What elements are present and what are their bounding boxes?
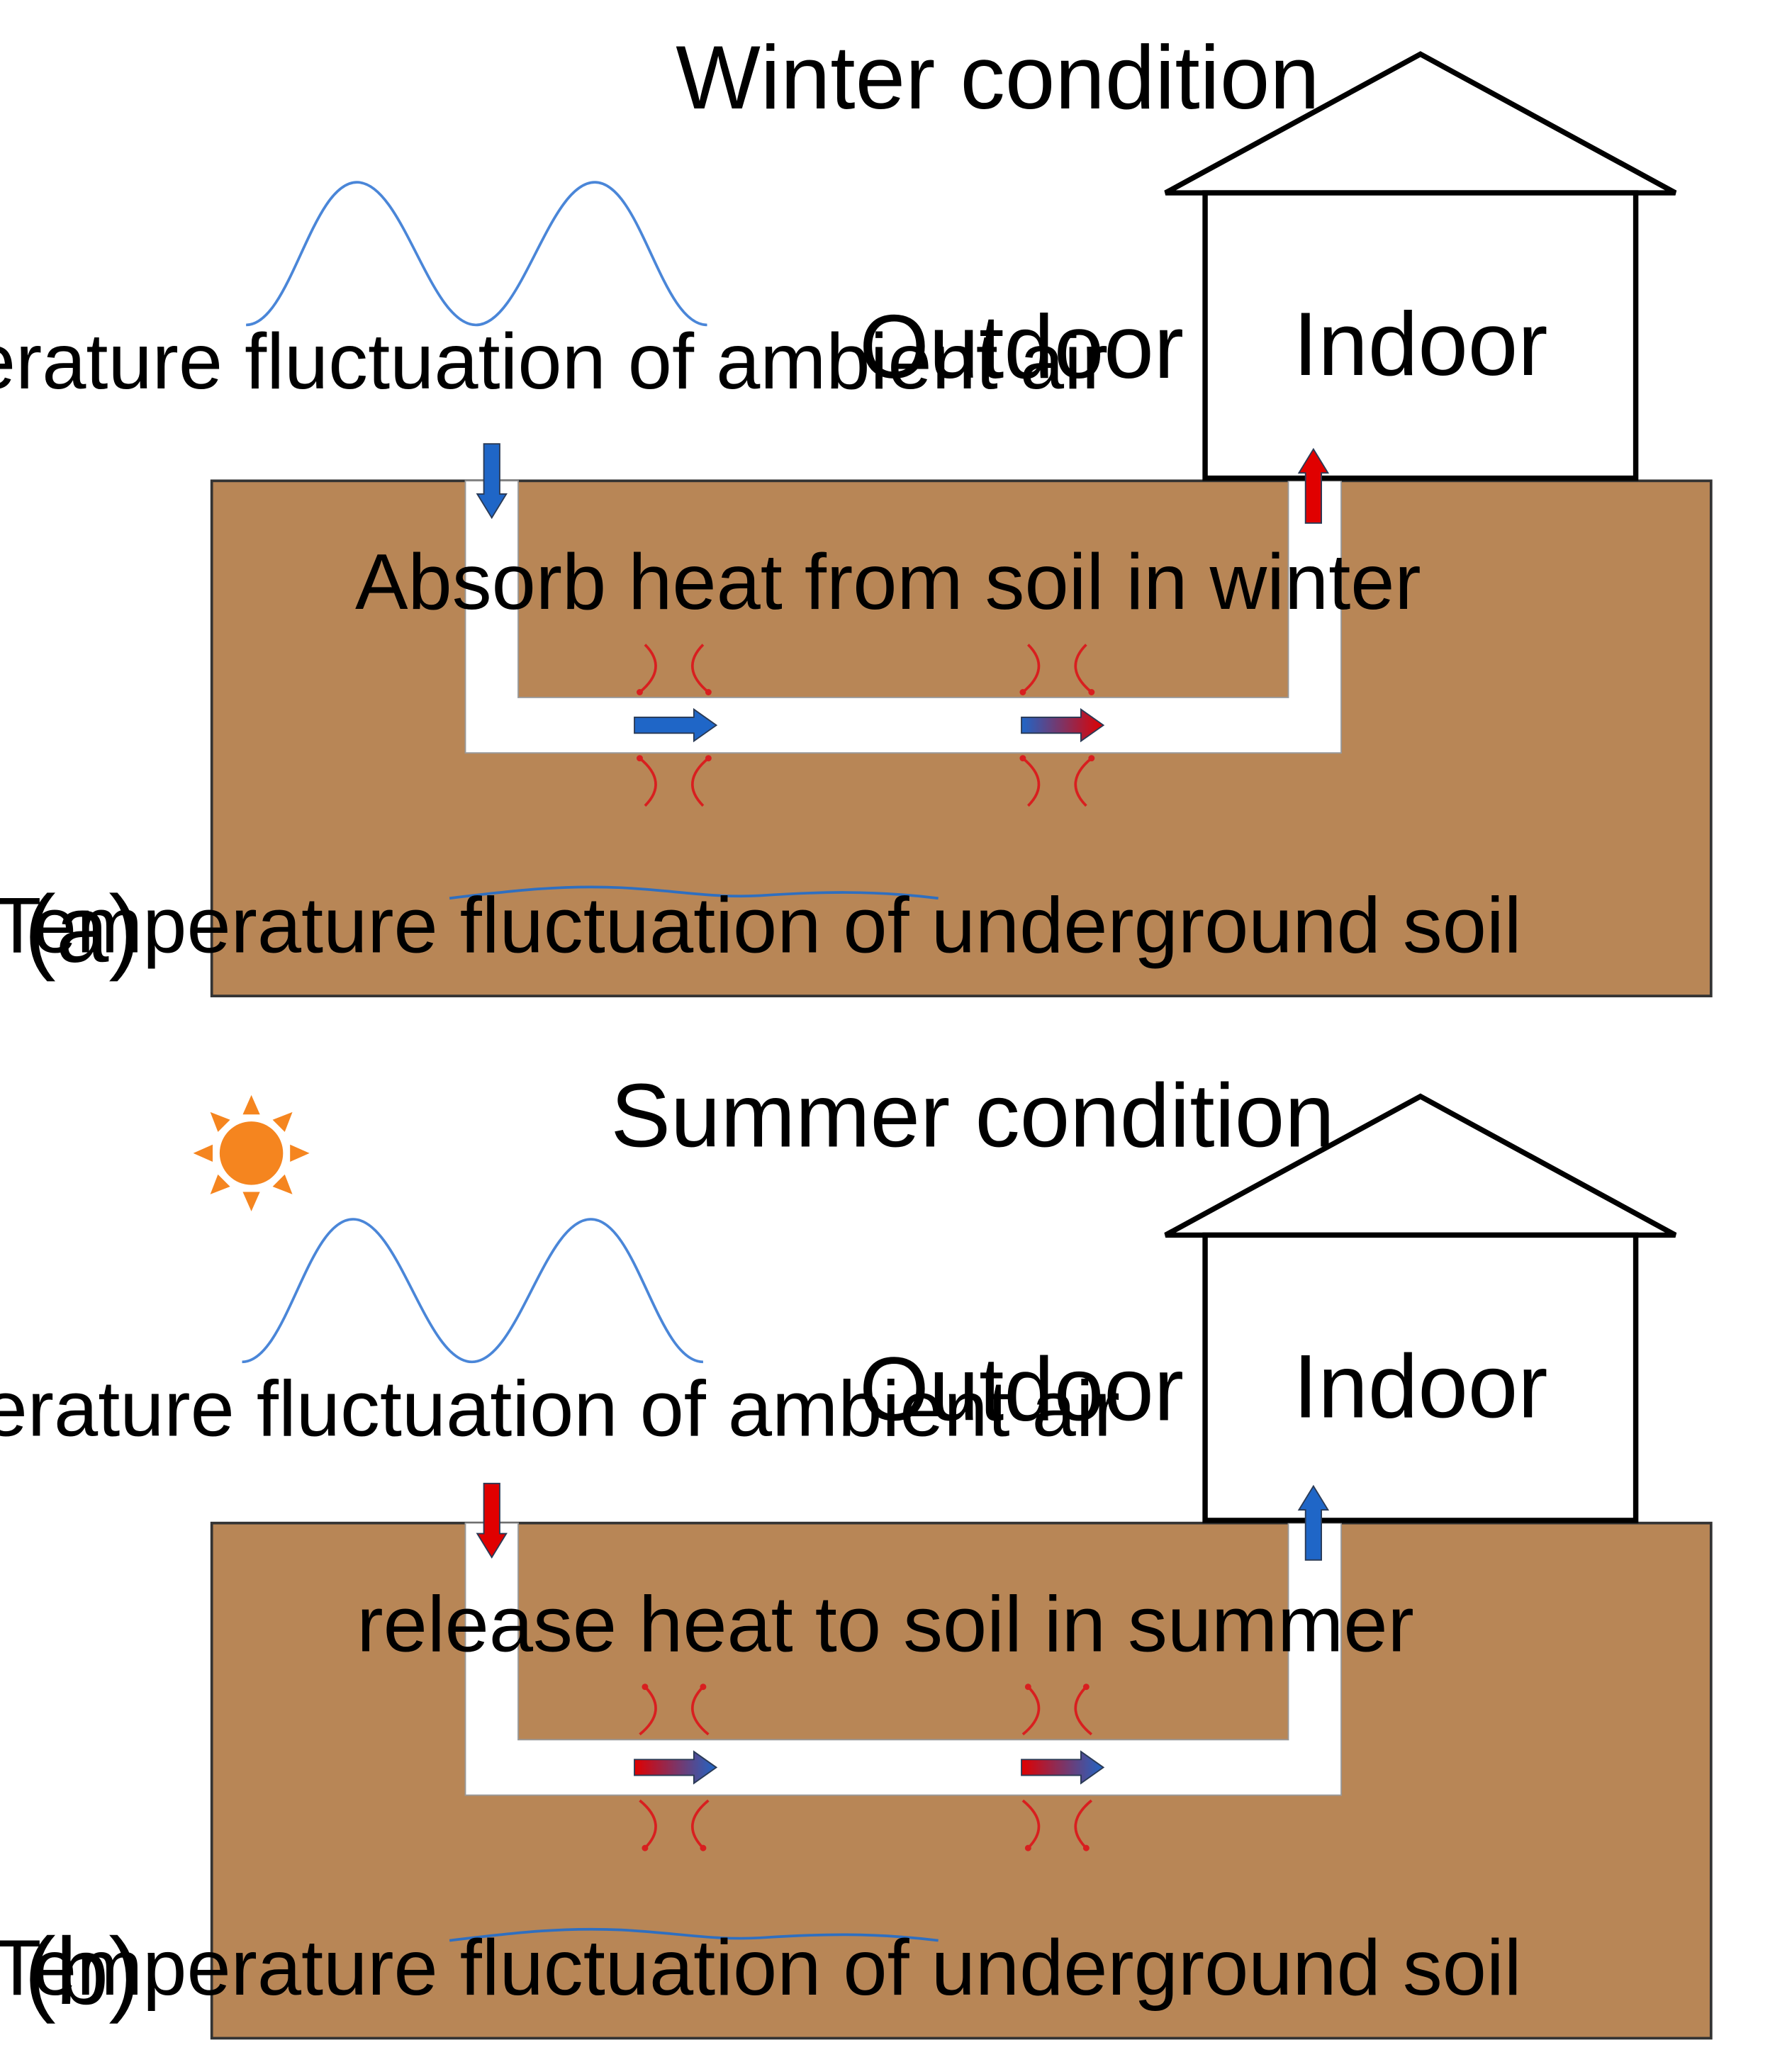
outlet-arrow-icon	[1297, 447, 1330, 524]
sun-icon	[193, 1094, 310, 1211]
house-icon	[1164, 1093, 1677, 1523]
ambient-air-label: Temperature fluctuation of ambient air	[0, 317, 1108, 405]
inlet-arrow-icon	[476, 443, 508, 520]
pipe-flow-arrow-icon	[1021, 1750, 1105, 1785]
outlet-arrow-icon	[1297, 1484, 1330, 1561]
panel-title: Winter condition	[676, 27, 1320, 128]
inlet-arrow-icon	[476, 1482, 508, 1559]
curved-arrow-icon	[1021, 1683, 1092, 1851]
ambient-air-temperature-wave	[246, 181, 707, 327]
house-icon	[1164, 51, 1677, 481]
soil-temperature-wave	[449, 1927, 939, 1942]
pipe-process-label: Absorb heat from soil in winter	[355, 537, 1421, 626]
ambient-air-label: Temperature fluctuation of ambient air	[0, 1365, 1120, 1453]
curved-arrow-icon	[1019, 644, 1095, 807]
pipe-process-label: release heat to soil in summer	[357, 1579, 1413, 1668]
soil-temperature-wave	[449, 885, 939, 900]
panel-summer: Summer condition Outdoor Indoor Temperat…	[0, 1065, 1713, 2040]
buried-pipe	[464, 1522, 1342, 1796]
outdoor-label: Outdoor	[859, 1338, 1184, 1439]
heat-exchange-curls	[636, 644, 1095, 807]
pipe-flow-arrow-icon	[1021, 707, 1105, 743]
curved-arrow-icon	[636, 644, 712, 807]
soil-wave-label: Temperature fluctuation of underground s…	[0, 1923, 1522, 2012]
indoor-label: Indoor	[1293, 293, 1547, 394]
indoor-label: Indoor	[1293, 1336, 1547, 1437]
panel-label: (b)	[24, 1919, 140, 2024]
panel-title: Summer condition	[610, 1065, 1334, 1166]
heat-exchange-curls	[639, 1683, 1092, 1851]
soil-wave-label: Temperature fluctuation of underground s…	[0, 881, 1522, 970]
panel-winter: Winter condition Outdoor Indoor Temperat…	[0, 27, 1713, 997]
outdoor-label: Outdoor	[859, 296, 1184, 397]
ambient-air-temperature-wave	[242, 1218, 704, 1364]
pipe-flow-arrow-icon	[634, 707, 718, 743]
curved-arrow-icon	[639, 1683, 710, 1851]
pipe-flow-arrow-icon	[634, 1750, 718, 1785]
panel-label: (a)	[24, 877, 140, 982]
